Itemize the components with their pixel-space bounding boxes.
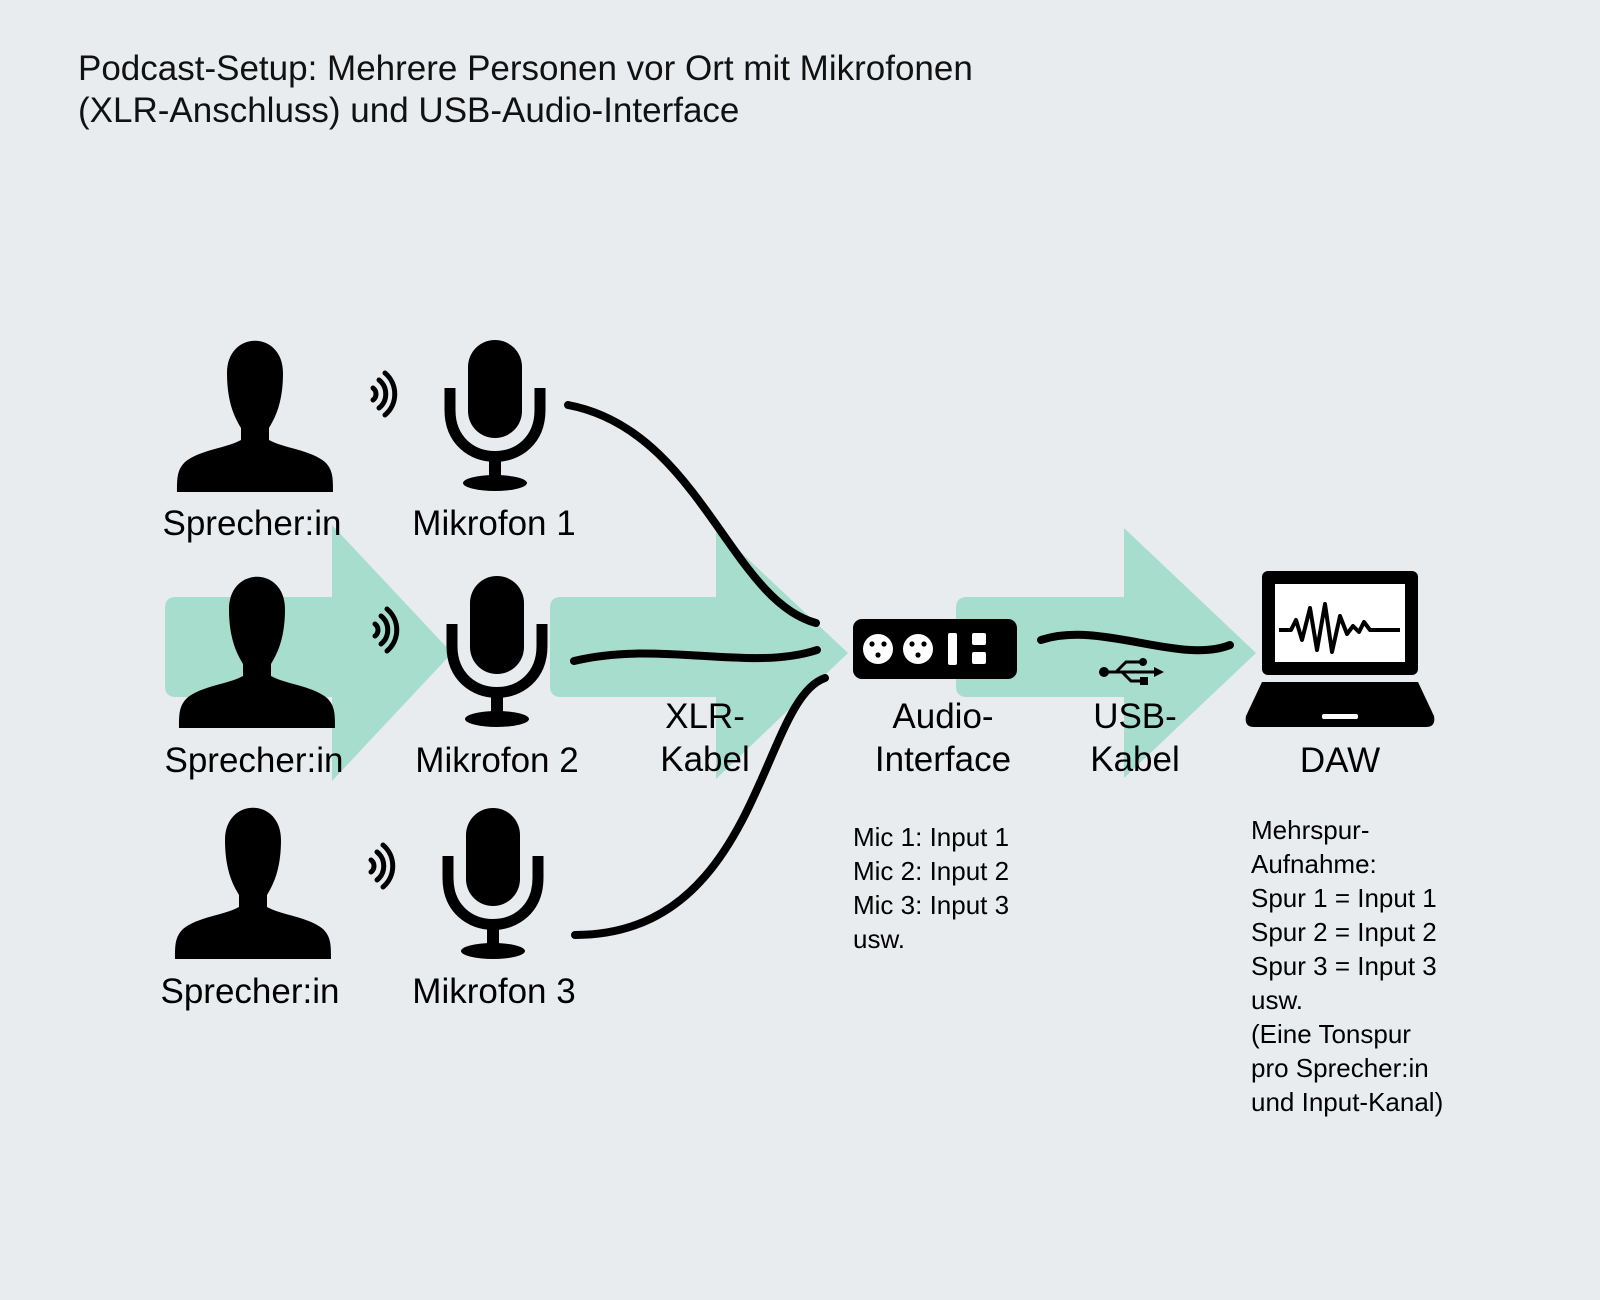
xlr-label-line-1: XLR- (665, 697, 745, 736)
daw-note-line: pro Sprecher:in (1251, 1053, 1429, 1083)
speaker-label: Sprecher:in (165, 741, 344, 780)
microphone-1: Mikrofon 1 (412, 340, 576, 543)
diagram-title: Podcast-Setup: Mehrere Personen vor Ort … (78, 49, 973, 130)
sound-waves-icon (373, 373, 395, 415)
audio-interface-label-line-1: Audio- (892, 697, 993, 736)
microphone-2: Mikrofon 2 (415, 576, 579, 780)
xlr-cable-2 (570, 646, 821, 665)
microphone-icon (450, 340, 540, 491)
microphone-label: Mikrofon 2 (415, 741, 578, 780)
speaker-2: Sprecher:in (165, 576, 344, 780)
daw-note-line: und Input-Kanal) (1251, 1087, 1443, 1117)
usb-icon (1099, 658, 1164, 685)
daw-note-line: Spur 1 = Input 1 (1251, 883, 1437, 913)
title-line-1: Podcast-Setup: Mehrere Personen vor Ort … (78, 49, 973, 88)
daw-note-line: (Eine Tonspur (1251, 1019, 1411, 1049)
usb-label-line-2: Kabel (1090, 740, 1180, 779)
xlr-cable-1 (564, 401, 820, 627)
daw-notes: Mehrspur- Aufnahme: Spur 1 = Input 1 Spu… (1251, 815, 1443, 1117)
microphone-3: Mikrofon 3 (412, 808, 576, 1011)
audio-interface-label-line-2: Interface (875, 740, 1011, 779)
flow-arrow-interface-to-daw (956, 528, 1256, 778)
daw: DAW Mehrspur- Aufnahme: Spur 1 = Input 1… (1245, 571, 1443, 1117)
daw-note-line: Spur 3 = Input 3 (1251, 951, 1437, 981)
xlr-cable-3 (571, 674, 829, 939)
microphone-icon (448, 808, 538, 959)
daw-note-line: Spur 2 = Input 2 (1251, 917, 1437, 947)
audio-interface-icon (853, 619, 1017, 679)
flow-arrow-speaker-to-mic (165, 525, 452, 781)
laptop-waveform-icon (1245, 571, 1435, 727)
daw-note-line: Aufnahme: (1251, 849, 1377, 879)
audio-interface-notes: Mic 1: Input 1 Mic 2: Input 2 Mic 3: Inp… (853, 822, 1009, 954)
title-line-2: (XLR-Anschluss) und USB-Audio-Interface (78, 91, 739, 130)
microphone-label: Mikrofon 1 (412, 504, 575, 543)
interface-note-line: Mic 3: Input 3 (853, 890, 1009, 920)
usb-label-line-1: USB- (1093, 697, 1177, 736)
xlr-cables (564, 401, 829, 939)
audio-interface: Audio- Interface Mic 1: Input 1 Mic 2: I… (853, 619, 1017, 954)
interface-note-line: Mic 2: Input 2 (853, 856, 1009, 886)
usb-cable (1037, 630, 1234, 655)
microphone-label: Mikrofon 3 (412, 972, 575, 1011)
speaker-1: Sprecher:in (163, 340, 342, 543)
speaker-label: Sprecher:in (163, 504, 342, 543)
person-silhouette-icon (177, 340, 333, 492)
daw-note-line: usw. (1251, 985, 1303, 1015)
interface-note-line: usw. (853, 924, 905, 954)
speaker-3: Sprecher:in (161, 807, 340, 1011)
speaker-label: Sprecher:in (161, 972, 340, 1011)
sound-waves-icon (371, 845, 393, 887)
daw-note-line: Mehrspur- (1251, 815, 1369, 845)
person-silhouette-icon (175, 807, 331, 959)
daw-label: DAW (1300, 741, 1380, 780)
xlr-cable-label: XLR- Kabel (660, 697, 750, 779)
interface-note-line: Mic 1: Input 1 (853, 822, 1009, 852)
microphone-icon (452, 576, 542, 727)
usb-cable-label: USB- Kabel (1090, 697, 1180, 779)
xlr-label-line-2: Kabel (660, 740, 750, 779)
